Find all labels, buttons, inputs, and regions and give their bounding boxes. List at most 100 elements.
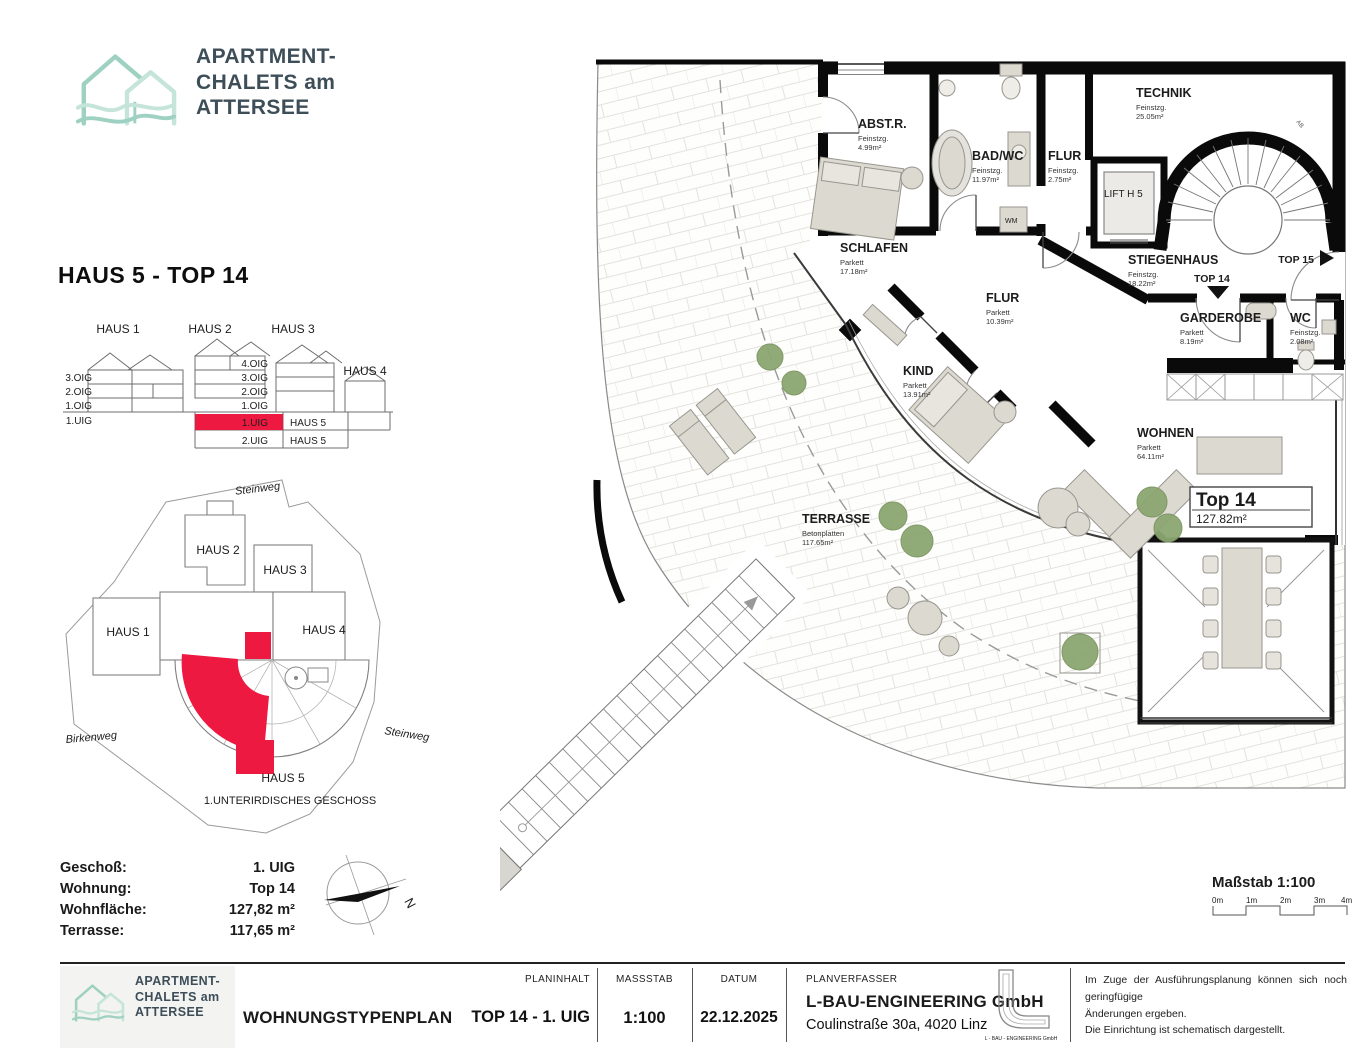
room-badwc-area: 11.97m² (972, 175, 999, 184)
loungers (668, 387, 757, 476)
planverfasser-header: PLANVERFASSER (806, 974, 898, 985)
room-flur-area: 10.39m² (986, 317, 1014, 326)
disclaimer-note: Im Zuge der Ausführungsplanung können si… (1085, 972, 1347, 1039)
scale-bar: Maßstab 1:100 0m 1m 2m 3m 4m (1212, 874, 1352, 916)
bed-schlafen (810, 156, 905, 241)
footstool (1065, 511, 1091, 537)
divider-3 (786, 968, 787, 1042)
planter-box (1059, 632, 1101, 674)
building-section-diagram: HAUS 1 HAUS 2 HAUS 3 HAUS 4 3.OIG 2.OIG … (63, 322, 393, 449)
title-block-logo-bg (60, 966, 235, 1048)
room-wc-area: 2.08m² (1290, 337, 1314, 346)
brand-small-line3: ATTERSEE (135, 1005, 204, 1020)
section-haus5-row2: HAUS 5 (290, 436, 327, 447)
room-wohnen-finish: Parkett (1137, 443, 1162, 452)
room-kind-area: 13.91m² (903, 390, 931, 399)
entry-markers: TOP 14 TOP 15 (1194, 250, 1334, 299)
site-stair-dot (294, 676, 298, 680)
site-highlight-stub-bottom (236, 740, 274, 774)
room-schlafen-area: 17.18m² (840, 267, 868, 276)
section-haus1-label: HAUS 1 (96, 322, 140, 336)
room-technik-area: 25.05m² (1136, 112, 1164, 121)
dining-chairs (1202, 555, 1282, 670)
divider-4 (1070, 968, 1071, 1042)
floor-2oig-left: 2.OIG (65, 387, 92, 398)
brand-logo: APARTMENT- CHALETS am ATTERSEE (72, 44, 336, 136)
firm-logo-icon: L - BAU - ENGINEERING GmbH (985, 969, 1057, 1042)
spiral-stair (1153, 131, 1343, 255)
scale-title: Maßstab 1:100 (1212, 874, 1315, 891)
section-highlight-1uig (195, 414, 283, 430)
room-schlafen-finish: Parkett (840, 258, 865, 267)
window-top (838, 58, 884, 74)
divider-1 (597, 968, 598, 1042)
sideboard (1196, 436, 1283, 475)
unit-box-area: 127.82m² (1196, 512, 1247, 526)
room-wc-name: WC (1290, 311, 1311, 325)
planverfasser-address: Coulinstraße 30a, 4020 Linz (806, 1017, 988, 1033)
info-wohnung-label: Wohnung: (60, 881, 132, 897)
page-title: HAUS 5 - TOP 14 (58, 262, 249, 288)
site-haus5-label: HAUS 5 (261, 771, 305, 785)
terrace-chair-1 (886, 586, 910, 610)
floor-1uig-left: 1.UIG (66, 416, 92, 427)
brand-name-small: APARTMENT- CHALETS am ATTERSEE (135, 974, 220, 1032)
terrace-chair-2 (938, 635, 960, 657)
scale-tick-3: 3m (1314, 896, 1325, 905)
info-terrasse-label: Terrasse: (60, 923, 125, 939)
top15-entry-label: TOP 15 (1278, 254, 1314, 266)
section-haus5-row1: HAUS 5 (290, 418, 327, 429)
floor-1uig-mid: 1.UIG (242, 418, 268, 429)
plan-type-title: WOHNUNGSTYPENPLAN (243, 1008, 453, 1027)
room-flur-klein-area: 2.75m² (1048, 175, 1072, 184)
dining-table (1221, 547, 1263, 669)
brand-line3: ATTERSEE (196, 96, 310, 120)
floor-3oig-left: 3.OIG (65, 373, 92, 384)
room-terrasse-name: TERRASSE (802, 512, 870, 526)
brand-line1: APARTMENT- (196, 45, 337, 68)
street-steinweg-right: Steinweg (384, 725, 431, 744)
top14-entry-label: TOP 14 (1194, 273, 1230, 285)
floor-4oig-mid: 4.OIG (241, 359, 268, 370)
brand-houses-icon (75, 54, 177, 126)
top14-entry-arrow-icon (1207, 286, 1229, 299)
winter-garden (1137, 537, 1335, 725)
datum-value: 22.12.2025 (700, 1009, 778, 1026)
brand-small-line2: CHALETS am (135, 989, 220, 1004)
terrace-table (907, 600, 943, 636)
room-garderobe-finish: Parkett (1180, 328, 1205, 337)
scale-tick-4: 4m (1341, 896, 1352, 905)
room-kind-name: KIND (903, 364, 934, 378)
bed-kind (908, 365, 1008, 465)
trees (756, 343, 1183, 671)
note-line1: Im Zuge der Ausführungsplanung können si… (1085, 974, 1347, 1003)
planinhalt-header: PLANINHALT (525, 974, 590, 985)
site-lift (307, 667, 329, 683)
brand-houses-icon-small (71, 984, 125, 1022)
street-steinweg-top: Steinweg (234, 480, 281, 498)
scale-tick-1: 1m (1246, 896, 1257, 905)
info-terrasse-value: 117,65 m² (229, 923, 295, 939)
site-haus4-label: HAUS 4 (302, 623, 346, 637)
compass-north-label: N (401, 895, 418, 910)
room-lift-name: LIFT H 5 (1104, 189, 1143, 200)
brand-name: APARTMENT- CHALETS am ATTERSEE (196, 44, 336, 136)
info-wohnflaeche-label: Wohnfläche: (60, 902, 147, 918)
room-wohnen-name: WOHNEN (1137, 426, 1194, 440)
room-abstr-area: 4.99m² (858, 143, 882, 152)
info-geschoss-label: Geschoß: (60, 860, 127, 876)
site-highlight-stub-top (245, 632, 271, 659)
firm-logo-caption: L - BAU - ENGINEERING GmbH (985, 1036, 1057, 1042)
site-haus3-label: HAUS 3 (263, 563, 307, 577)
room-stiegenhaus-name: STIEGENHAUS (1128, 253, 1218, 267)
site-plan: Steinweg Birkenweg Steinweg HAUS 1 HAUS … (65, 479, 431, 834)
site-boundary (65, 479, 381, 834)
room-terrasse-finish: Betonplatten (802, 529, 844, 538)
section-haus4-label: HAUS 4 (343, 364, 387, 378)
info-geschoss-value: 1. UIG (253, 860, 295, 876)
room-stiegenhaus-area: 18.22m² (1128, 279, 1156, 288)
room-technik-finish: Feinstzg. (1136, 103, 1166, 112)
wc-sink (1321, 319, 1337, 335)
massstab-header: MASSSTAB (616, 974, 673, 985)
built-in-wardrobe (1166, 358, 1344, 401)
